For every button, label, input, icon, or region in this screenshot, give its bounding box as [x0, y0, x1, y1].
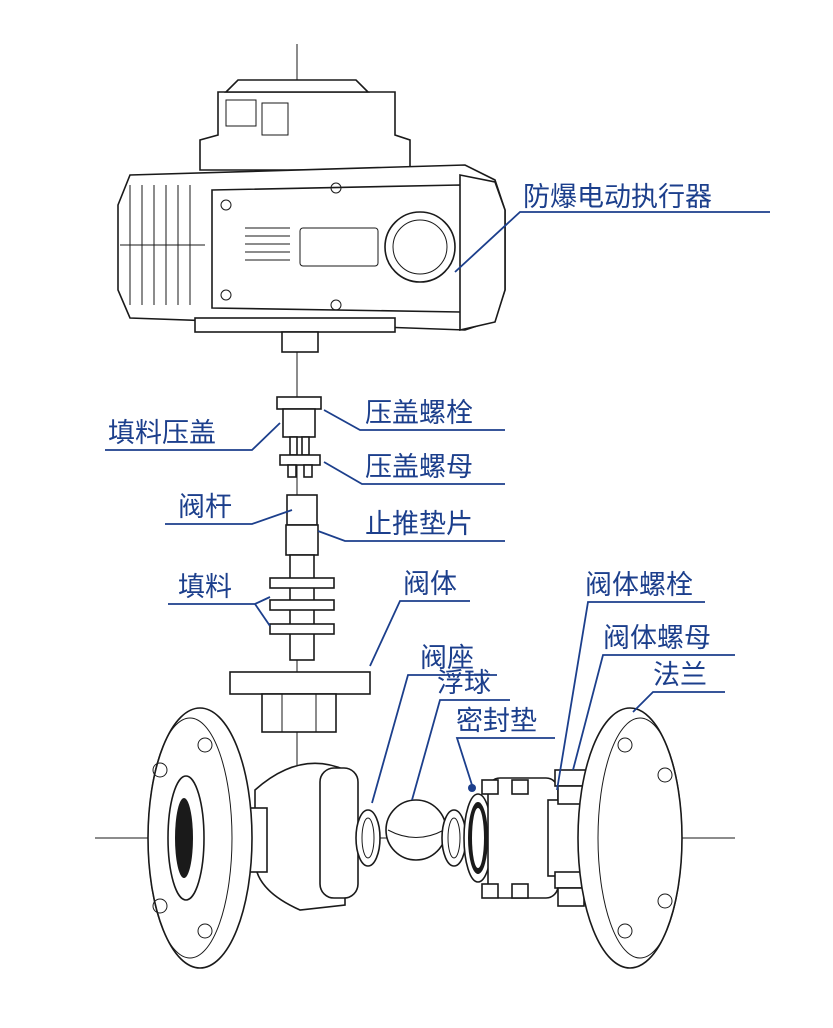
label-flange: 法兰	[653, 660, 707, 691]
gasket-drawing	[463, 784, 493, 883]
label-body-bolt: 阀体螺栓	[585, 570, 693, 601]
label-body-nut: 阀体螺母	[603, 623, 711, 654]
label-actuator: 防爆电动执行器	[523, 182, 712, 213]
leader-lines	[105, 211, 770, 804]
label-packing: 填料	[178, 572, 232, 603]
ball-drawing	[385, 799, 447, 861]
label-packing-gland: 填料压盖	[108, 418, 216, 449]
label-thrust-washer: 止推垫片	[365, 509, 473, 540]
label-gland-nut: 压盖螺母	[365, 452, 473, 483]
label-ball: 浮球	[437, 668, 491, 699]
seat-right-drawing	[441, 809, 467, 867]
actuator-drawing	[117, 79, 506, 353]
label-seat: 阀座	[420, 643, 474, 674]
packing-rings-drawing	[269, 577, 335, 635]
label-gasket: 密封垫	[456, 706, 537, 737]
label-gland-bolt: 压盖螺栓	[365, 398, 473, 429]
label-stem: 阀杆	[178, 492, 232, 523]
label-body: 阀体	[403, 569, 457, 600]
seat-left-drawing	[355, 809, 381, 867]
right-flange-drawing	[577, 707, 683, 969]
packing-gland-drawing	[276, 396, 322, 478]
valve-body-drawing	[147, 671, 371, 969]
